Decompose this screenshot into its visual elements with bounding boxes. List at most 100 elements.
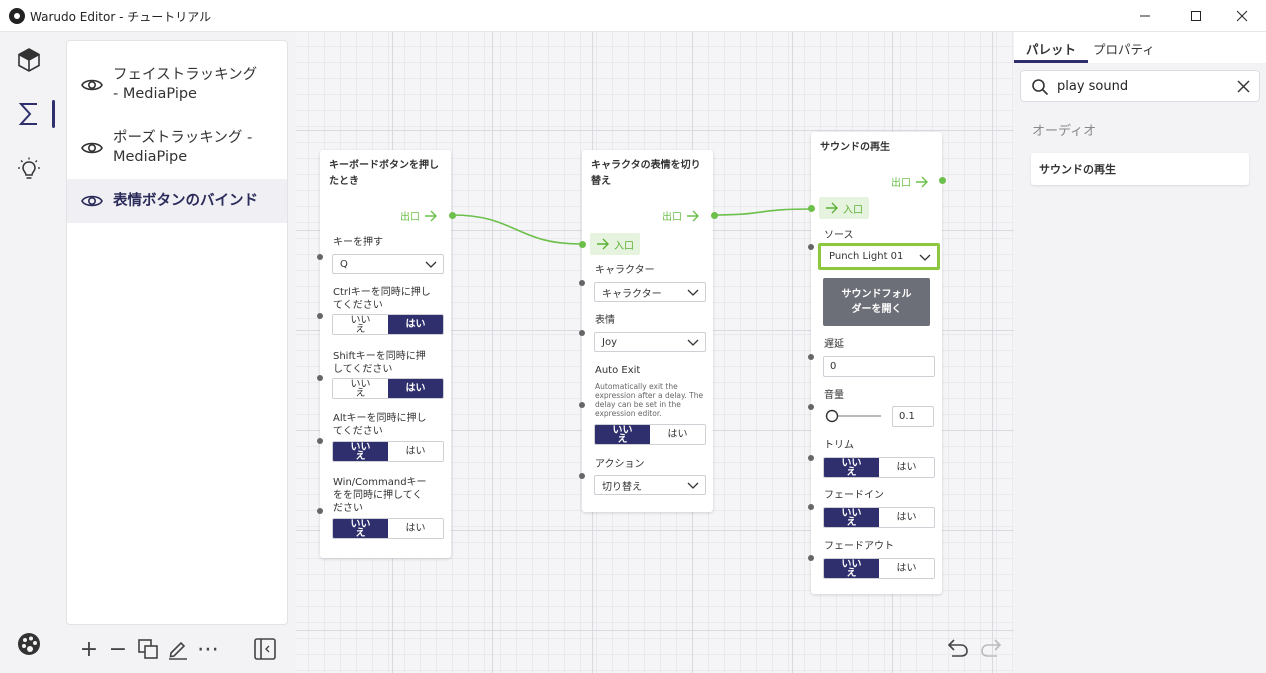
open-sound-folder-button[interactable]: サウンドフォルダーを開く [823,278,930,326]
appearance-button[interactable] [0,618,57,670]
input-port[interactable] [808,555,814,561]
minimize-button[interactable] [1122,0,1168,32]
delay-input[interactable]: 0 [823,356,935,377]
remove-blueprint-button[interactable]: − [108,636,128,662]
toggle-no[interactable]: いいえ [333,442,388,461]
character-select[interactable]: キャラクター [594,282,706,302]
input-port[interactable] [808,354,814,360]
input-port[interactable] [579,330,585,336]
blueprint-item-label: 表情ボタンのバインド [113,192,258,209]
close-button[interactable] [1219,0,1265,32]
palette-search-input[interactable]: play sound [1020,70,1260,102]
toggle-no[interactable]: いいえ [824,458,879,477]
field-description: Automatically exit the expression after … [595,382,704,418]
toggle-yes[interactable]: はい [388,519,443,538]
sigma-icon [18,103,37,125]
fade-out-toggle[interactable]: いいえ はい [823,558,935,579]
left-rail [0,32,57,673]
blueprint-item-pose-tracking[interactable]: ポーズトラッキング - MediaPipe [67,128,287,168]
eye-icon[interactable] [81,190,103,212]
toggle-yes[interactable]: はい [879,508,934,527]
action-select[interactable]: 切り替え [594,475,706,495]
input-port[interactable] [317,375,323,381]
toggle-no[interactable]: いいえ [595,425,650,444]
node-play-sound[interactable]: サウンドの再生 出口 入口 ソース Punch Light 01 サウンドフォル… [808,132,946,594]
flow-output-exit[interactable]: 出口 [891,174,929,189]
toggle-no[interactable]: いいえ [824,559,879,578]
key-select[interactable]: Q [332,254,444,274]
palette-item-play-sound[interactable]: サウンドの再生 [1031,153,1249,185]
input-port[interactable] [579,473,585,479]
arrow-right-icon [826,202,838,214]
ctrl-toggle[interactable]: いいえ はい [332,314,444,335]
flow-output-port[interactable] [939,177,946,184]
toggle-yes[interactable]: はい [388,315,443,334]
input-port[interactable] [808,504,814,510]
flow-input-enter[interactable]: 入口 [819,197,869,219]
flow-output-port[interactable] [449,212,456,219]
toggle-yes[interactable]: はい [879,458,934,477]
field-label: Altキーを同時に押してください [333,413,427,437]
clear-search-icon[interactable] [1237,80,1250,93]
input-port[interactable] [579,280,585,286]
flow-input-enter[interactable]: 入口 [590,233,640,255]
source-select[interactable]: Punch Light 01 [818,243,940,270]
toggle-yes[interactable]: はい [879,559,934,578]
maximize-button[interactable] [1173,0,1219,32]
toggle-panel-button[interactable] [253,637,277,661]
toggle-no[interactable]: いいえ [333,519,388,538]
blueprint-list-panel: フェイストラッキング - MediaPipe ポーズトラッキング - Media… [57,32,296,673]
blueprint-item-expression-binding[interactable]: 表情ボタンのバインド [67,179,287,223]
toggle-no[interactable]: いいえ [824,508,879,527]
toggle-yes[interactable]: はい [650,425,705,444]
win-toggle[interactable]: いいえ はい [332,518,444,539]
toggle-yes[interactable]: はい [388,442,443,461]
eye-icon[interactable] [81,74,103,96]
node-switch-expression[interactable]: キャラクタの表情を切り 替え 出口 入口 キャラクター キャラクター 表情 Jo… [579,150,718,512]
tab-properties[interactable]: プロパティ [1093,42,1155,57]
more-options-button[interactable]: ⋯ [197,636,219,662]
blueprint-item-face-tracking[interactable]: フェイストラッキング - MediaPipe [67,65,287,105]
flow-input-port[interactable] [579,241,586,248]
arrow-right-icon [687,210,699,221]
toggle-yes[interactable]: はい [388,379,443,398]
input-port[interactable] [317,254,323,260]
undo-icon[interactable] [946,636,970,660]
rename-blueprint-button[interactable] [166,637,190,661]
flow-output-exit[interactable]: 出口 [400,208,438,223]
shift-toggle[interactable]: いいえ はい [332,378,444,399]
input-port[interactable] [579,402,585,408]
category-header: オーディオ [1032,124,1097,139]
add-blueprint-button[interactable]: + [79,636,99,662]
flow-output-port[interactable] [711,212,718,219]
scene-tab-button[interactable] [0,34,57,86]
duplicate-blueprint-button[interactable] [136,637,160,661]
tips-tab-button[interactable] [0,144,57,196]
flow-output-exit[interactable]: 出口 [662,208,700,223]
alt-toggle[interactable]: いいえ はい [332,441,444,462]
auto-exit-toggle[interactable]: いいえ はい [594,424,706,445]
toggle-no[interactable]: いいえ [333,379,388,398]
volume-input[interactable]: 0.1 [892,406,934,427]
expression-select[interactable]: Joy [594,332,706,352]
cube-icon [17,48,40,72]
redo-icon[interactable] [979,636,1003,660]
eye-icon[interactable] [81,137,103,159]
node-keyboard-button-pressed[interactable]: キーボードボタンを押し たとき 出口 キーを押す Q Ctrlキーを同時に押して… [317,150,456,558]
volume-slider[interactable] [823,408,883,424]
trim-toggle[interactable]: いいえ はい [823,457,935,478]
blueprint-tab-button[interactable] [0,88,57,140]
input-port[interactable] [808,404,814,410]
slider-thumb[interactable] [825,409,839,423]
input-port[interactable] [317,508,323,514]
input-port[interactable] [317,438,323,444]
toggle-no[interactable]: いいえ [333,315,388,334]
input-port[interactable] [808,244,814,250]
flow-input-port[interactable] [808,205,815,212]
input-port[interactable] [317,313,323,319]
field-label: Win/Commandキーをを同時に押してください [333,477,427,514]
fade-in-toggle[interactable]: いいえ はい [823,507,935,528]
blueprint-canvas[interactable]: キーボードボタンを押し たとき 出口 キーを押す Q Ctrlキーを同時に押して… [296,32,1014,673]
input-port[interactable] [808,455,814,461]
tab-palette[interactable]: パレット [1026,42,1077,57]
